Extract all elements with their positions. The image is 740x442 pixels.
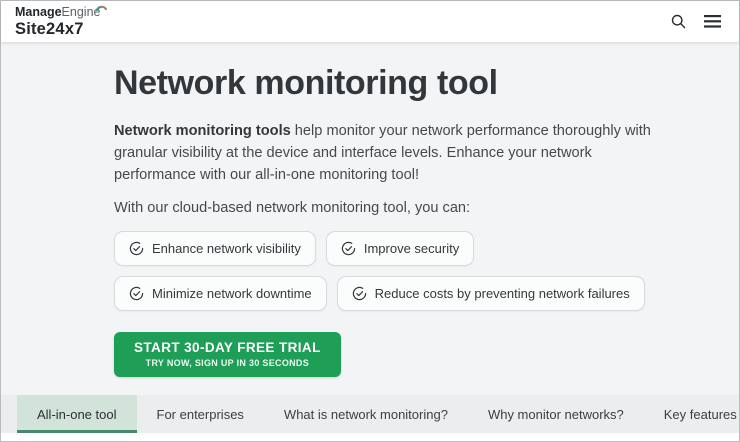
check-circle-icon bbox=[129, 286, 144, 301]
tab-why-monitor-networks[interactable]: Why monitor networks? bbox=[468, 395, 644, 433]
brand-product-name: Site24x7 bbox=[15, 20, 84, 39]
bottom-strip bbox=[1, 433, 739, 441]
intro-paragraph: Network monitoring tools help monitor yo… bbox=[114, 120, 659, 186]
cta-secondary-label: TRY NOW, SIGN UP IN 30 SECONDS bbox=[145, 358, 310, 368]
benefit-chip: Improve security bbox=[325, 231, 475, 266]
page-title: Network monitoring tool bbox=[114, 64, 498, 102]
tab-for-enterprises[interactable]: For enterprises bbox=[137, 395, 264, 433]
lead-text: With our cloud-based network monitoring … bbox=[114, 200, 471, 216]
benefit-chips: Enhance network visibility Improve secur… bbox=[114, 231, 684, 311]
benefit-chip: Minimize network downtime bbox=[114, 276, 327, 311]
brand-part2: Engine bbox=[61, 5, 101, 20]
header-actions bbox=[669, 12, 723, 31]
tab-key-features[interactable]: Key features bbox=[644, 395, 740, 433]
brand-logo[interactable]: ManageEngine Site24x7 bbox=[15, 4, 108, 39]
cta-primary-label: START 30-DAY FREE TRIAL bbox=[134, 340, 321, 355]
start-free-trial-button[interactable]: START 30-DAY FREE TRIAL TRY NOW, SIGN UP… bbox=[114, 332, 341, 377]
benefit-chip-label: Improve security bbox=[363, 241, 460, 256]
brand-part1: Manage bbox=[15, 5, 62, 20]
hero-section: Network monitoring tool Network monitori… bbox=[1, 42, 739, 395]
check-circle-icon bbox=[129, 241, 144, 256]
tab-what-is-network-monitoring[interactable]: What is network monitoring? bbox=[264, 395, 468, 433]
benefit-chip-label: Enhance network visibility bbox=[152, 241, 301, 256]
hamburger-menu-icon[interactable] bbox=[702, 13, 723, 30]
check-circle-icon bbox=[341, 241, 356, 256]
tab-all-in-one-tool[interactable]: All-in-one tool bbox=[17, 395, 137, 433]
benefit-chip-label: Reduce costs by preventing network failu… bbox=[374, 286, 630, 301]
intro-bold-text: Network monitoring tools bbox=[114, 123, 291, 139]
benefit-chip-label: Minimize network downtime bbox=[152, 286, 312, 301]
brand-manageengine: ManageEngine bbox=[15, 5, 108, 20]
check-circle-icon bbox=[352, 286, 366, 301]
search-icon[interactable] bbox=[669, 12, 688, 31]
benefit-chip: Enhance network visibility bbox=[114, 231, 316, 266]
site-header: ManageEngine Site24x7 bbox=[1, 1, 739, 42]
benefit-chip: Reduce costs by preventing network failu… bbox=[336, 276, 645, 311]
brand-swoosh-icon bbox=[96, 2, 108, 15]
intro-rest-text: help monitor your network performance th… bbox=[114, 123, 651, 183]
section-tabbar: All-in-one tool For enterprises What is … bbox=[1, 395, 739, 433]
